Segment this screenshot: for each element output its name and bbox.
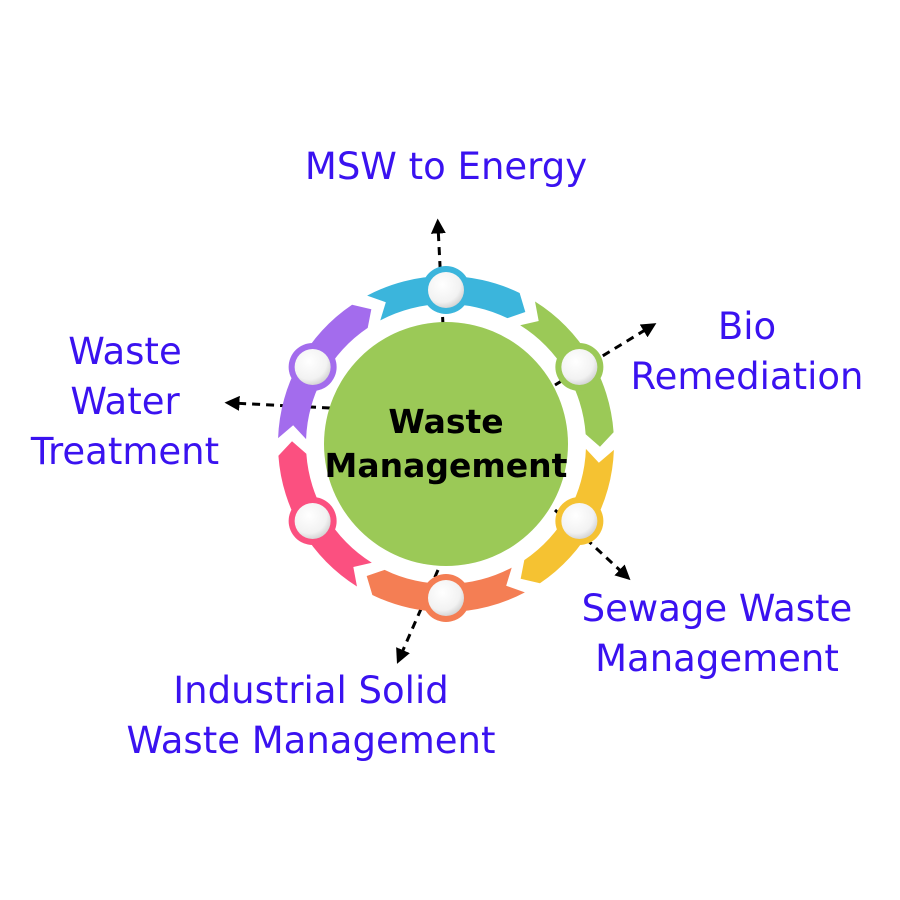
ring-segment-bio-remediation	[520, 301, 614, 447]
node-ball	[294, 503, 331, 539]
label-line: Treatment	[30, 430, 220, 473]
label-waste-water-treatment: Waste Water Treatment	[31, 327, 219, 477]
label-industrial-solid-waste-management: Industrial Solid Waste Management	[127, 666, 496, 766]
node-ball	[428, 580, 464, 616]
ring-segment-waste-water-treatment-pink	[278, 441, 372, 587]
label-line: Remediation	[630, 355, 864, 398]
label-bio-remediation: Bio Remediation	[631, 302, 864, 402]
center-label: Waste Management	[325, 400, 568, 488]
node-ball	[294, 349, 331, 385]
label-sewage-waste-management: Sewage Waste Management	[582, 584, 853, 684]
label-line: Management	[595, 637, 839, 680]
node-ball	[428, 272, 464, 308]
label-line: Sewage Waste	[581, 587, 853, 630]
node-ball	[561, 349, 598, 385]
dashed-arrow	[224, 395, 331, 411]
center-label-line: Management	[324, 446, 568, 485]
label-line: MSW to Energy	[304, 145, 588, 188]
label-line: Water	[70, 380, 180, 423]
label-line: Waste Management	[126, 719, 496, 762]
label-line: Waste	[68, 330, 182, 373]
label-line: Industrial Solid	[173, 669, 449, 712]
center-label-line: Waste	[388, 402, 504, 441]
label-line: Bio	[717, 305, 777, 348]
label-msw-to-energy: MSW to Energy	[305, 142, 587, 192]
center-circle	[324, 322, 568, 566]
node-ball	[561, 503, 598, 539]
